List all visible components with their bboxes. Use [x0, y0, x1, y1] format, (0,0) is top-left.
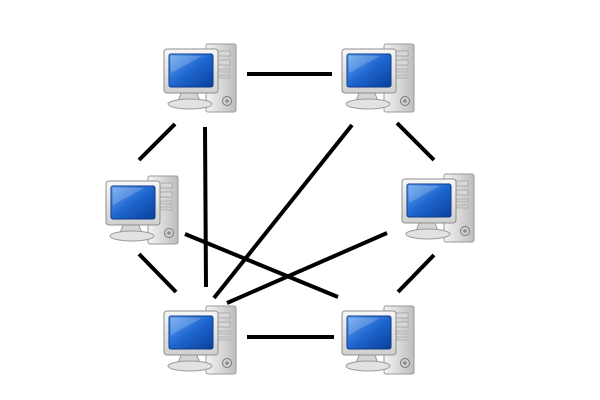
link-pc-middle-right-to-pc-bottom-left [226, 231, 388, 305]
network-links [137, 72, 436, 339]
link-pc-top-left-to-pc-bottom-left [203, 126, 208, 288]
link-pc-middle-left-to-pc-bottom-left [137, 252, 178, 294]
pc-bottom-left-desktop-computer-icon [163, 305, 237, 375]
pc-bottom-right-desktop-computer-icon [341, 305, 415, 375]
pc-top-right-desktop-computer-icon [341, 43, 415, 113]
pc-middle-right-desktop-computer-icon [401, 173, 475, 243]
link-pc-top-right-to-pc-middle-right [395, 121, 436, 162]
pc-top-left-desktop-computer-icon [163, 43, 237, 113]
network-nodes [105, 43, 475, 375]
pc-middle-left-desktop-computer-icon [105, 175, 179, 245]
link-pc-top-right-to-pc-bottom-left [212, 123, 354, 300]
link-pc-middle-left-to-pc-bottom-right [184, 232, 339, 299]
link-pc-middle-right-to-pc-bottom-right [396, 253, 436, 294]
link-pc-top-left-to-pc-middle-left [137, 122, 177, 162]
